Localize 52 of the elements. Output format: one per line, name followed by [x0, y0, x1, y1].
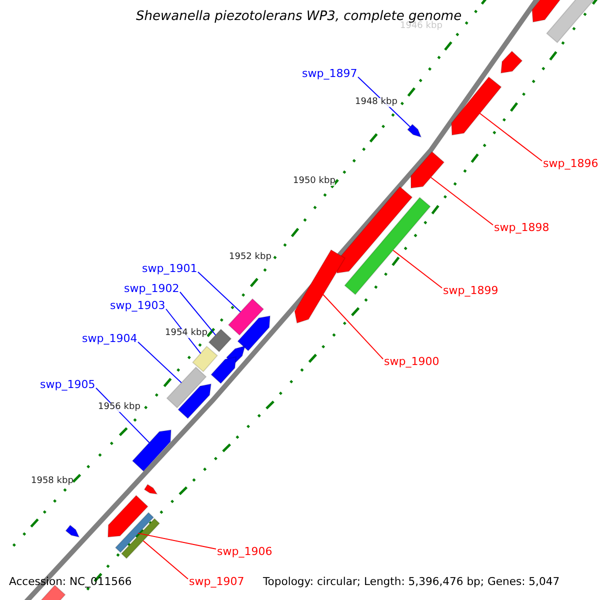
gene-segment: [406, 124, 422, 138]
leader-line: [430, 176, 494, 226]
gene-label: swp_1897: [302, 68, 358, 79]
gene-segment: [192, 346, 218, 372]
gene-label: swp_1896: [543, 158, 598, 169]
gene-segment: [114, 512, 154, 554]
gene-segment: [107, 494, 148, 538]
leader-line: [322, 294, 384, 360]
gene-segment: [166, 366, 207, 408]
scale-label: 1954 kbp: [165, 329, 208, 338]
leader-line: [180, 292, 216, 336]
gene-segment: [210, 356, 237, 384]
gene-segment: [120, 518, 160, 560]
leader-line: [392, 250, 442, 288]
gene-segment: [500, 50, 523, 74]
leader-line: [479, 112, 542, 162]
gene-label: swp_1903: [110, 300, 166, 311]
leader-line: [142, 540, 188, 580]
leader-line: [137, 532, 216, 550]
gene-segment: [294, 249, 346, 324]
gene-segment: [132, 429, 172, 472]
gene-segment: [208, 328, 232, 352]
footer-text: Accession: NC_011566: [9, 577, 132, 588]
gene-label: swp_1906: [217, 546, 272, 557]
scale-label: 1948 kbp: [355, 98, 398, 107]
gene-segment: [546, 0, 594, 44]
leader-line: [198, 272, 242, 312]
gene-segment: [144, 484, 158, 495]
scale-label: 1950 kbp: [293, 177, 336, 186]
gene-segment: [344, 196, 431, 296]
gene-label: swp_1901: [142, 263, 198, 274]
footer-text: Topology: circular; Length: 5,396,476 bp; Genes: 5,047: [263, 577, 560, 588]
scale-label: 1958 kbp: [31, 477, 74, 486]
gene-segment: [451, 76, 502, 136]
scale-label: 1952 kbp: [229, 253, 272, 262]
gene-segment: [178, 383, 212, 420]
gene-label: swp_1904: [82, 333, 138, 344]
gene-segment: [65, 524, 80, 538]
gene-label: swp_1907: [189, 576, 244, 587]
gene-segment: [237, 315, 271, 352]
gene-label: swp_1899: [443, 285, 498, 296]
leader-line: [138, 342, 182, 384]
scale-label: 1956 kbp: [98, 403, 140, 412]
gene-label: swp_1898: [494, 222, 550, 233]
gene-segment: [336, 186, 413, 274]
gene-segment: [228, 298, 264, 336]
chart-title: Shewanella piezotolerans WP3, complete genome: [136, 10, 462, 23]
gene-label: swp_1900: [384, 356, 440, 367]
gene-label: swp_1902: [124, 283, 180, 294]
gene-segment: [410, 151, 445, 189]
gene-label: swp_1905: [40, 379, 96, 390]
gene-segment: [532, 0, 563, 23]
